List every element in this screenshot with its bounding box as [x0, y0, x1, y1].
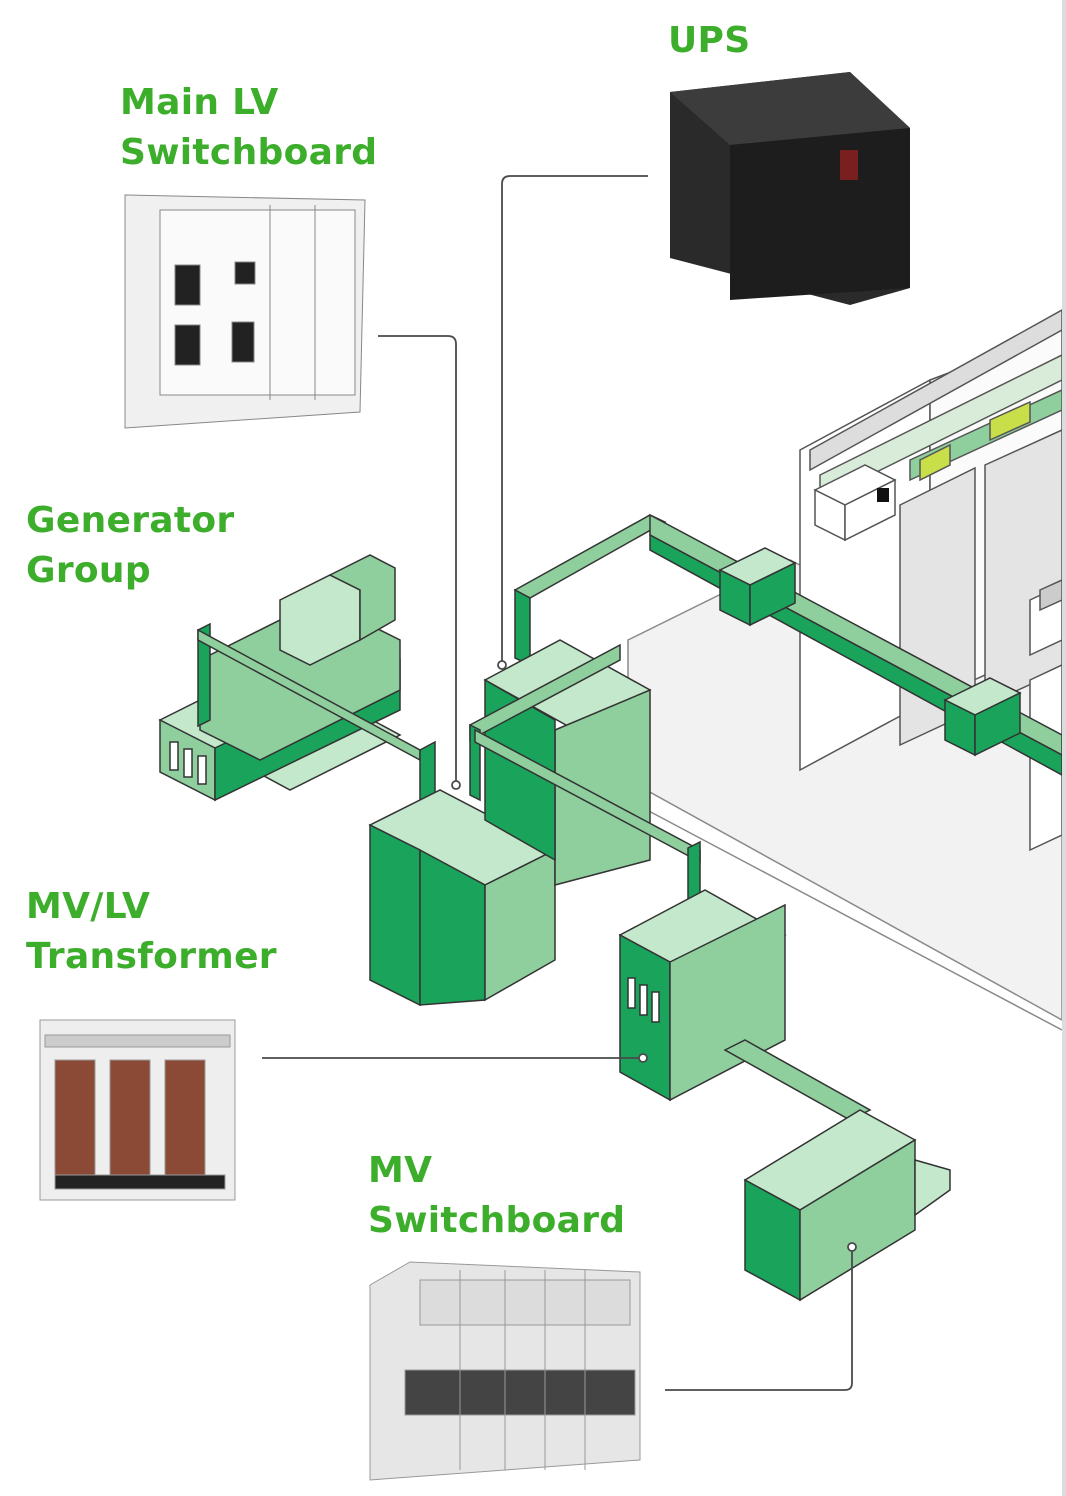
leader-ups — [501, 175, 648, 662]
leader-mv — [665, 1250, 853, 1391]
generator-group — [158, 554, 436, 840]
leader-main-lv — [378, 335, 457, 782]
label-ups: UPS — [668, 20, 751, 61]
server-room — [799, 309, 1062, 852]
main-lv-switchboard-photo — [124, 194, 366, 429]
mv-switchboard-photo — [369, 1261, 641, 1481]
main-lv-cabinets — [368, 639, 701, 1007]
mv-cabinet — [743, 1109, 951, 1302]
transformer-cabinet — [618, 889, 872, 1121]
ups-photo — [670, 72, 910, 305]
page-edge-strip — [1062, 0, 1066, 1496]
bus-trunk — [513, 513, 1062, 776]
transformer-photo — [39, 1019, 236, 1201]
leader-lines — [262, 175, 857, 1391]
